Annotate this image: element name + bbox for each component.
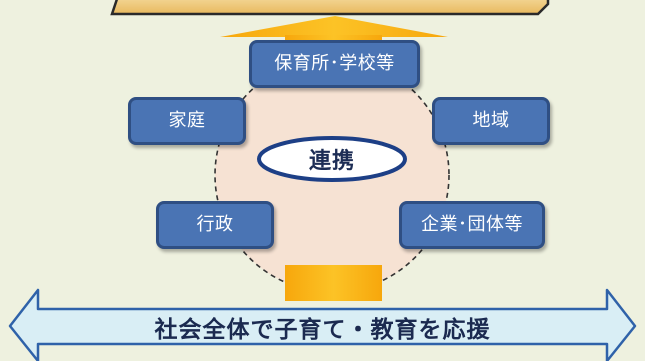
banner-label: 社会全体で子育て・教育を応援 (154, 317, 491, 343)
center-ellipse (257, 136, 407, 182)
upward-arrow-base (285, 265, 382, 301)
top-box (110, 0, 550, 16)
center-label: 連携 (308, 149, 355, 174)
node-childcare-school: 保育所･学校等 (249, 40, 420, 88)
node-community: 地域 (432, 97, 550, 145)
upward-arrow-head (220, 16, 448, 37)
node-family: 家庭 (128, 97, 246, 145)
node-government: 行政 (156, 201, 274, 249)
banner-arrow (8, 288, 637, 361)
node-business-groups: 企業･団体等 (399, 201, 545, 249)
